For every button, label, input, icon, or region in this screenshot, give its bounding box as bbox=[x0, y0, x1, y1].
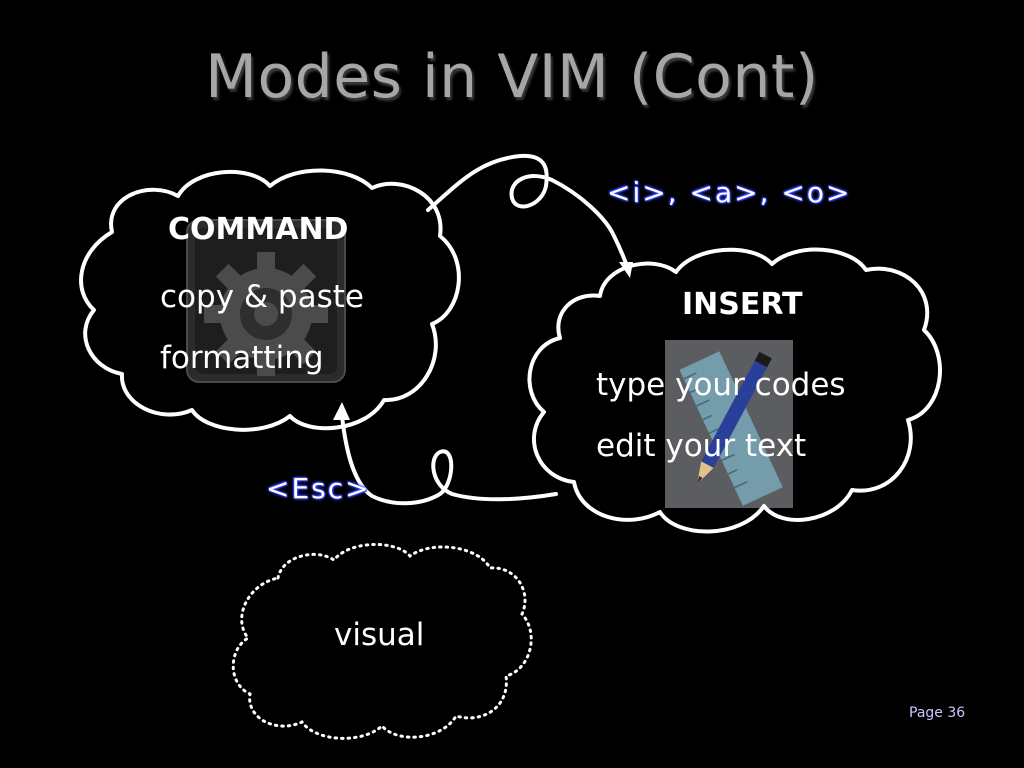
visual-cloud bbox=[231, 543, 533, 740]
command-cloud bbox=[79, 168, 461, 432]
insert-title: INSERT bbox=[682, 287, 803, 322]
arrowhead-command bbox=[333, 402, 350, 420]
command-line-2: formatting bbox=[160, 340, 324, 376]
gear-icon bbox=[185, 218, 347, 384]
insert-cloud bbox=[527, 247, 942, 534]
arrowhead-insert bbox=[619, 262, 633, 278]
edge-insert-to-command bbox=[340, 414, 558, 506]
edge-label-esc: <Esc> bbox=[266, 472, 371, 505]
slide-title: Modes in VIM (Cont) bbox=[205, 42, 819, 112]
command-title: COMMAND bbox=[168, 212, 349, 247]
edge-label-insert-keys: <i>, <a>, <o> bbox=[607, 176, 852, 209]
command-line-1: copy & paste bbox=[160, 279, 364, 315]
page-number: Page 36 bbox=[909, 705, 966, 721]
insert-line-1: type your codes bbox=[596, 367, 846, 403]
edge-command-to-insert bbox=[426, 153, 629, 268]
pencil-ruler-icon bbox=[665, 340, 793, 508]
visual-label: visual bbox=[334, 617, 425, 653]
insert-line-2: edit your text bbox=[596, 428, 807, 464]
